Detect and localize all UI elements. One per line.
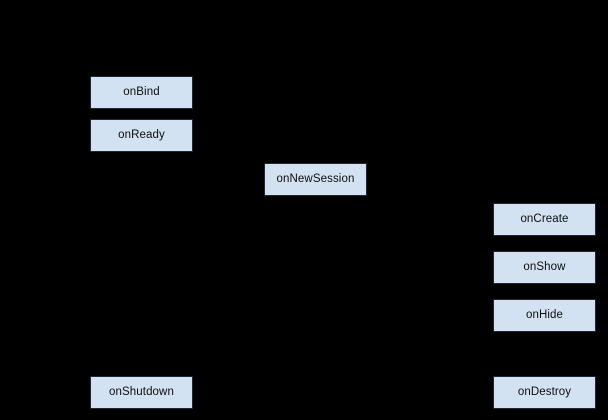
node-on-show[interactable]: onShow: [493, 251, 596, 284]
node-on-bind[interactable]: onBind: [90, 76, 193, 109]
node-on-hide[interactable]: onHide: [493, 299, 596, 332]
node-label-on-hide: onHide: [525, 308, 564, 321]
node-label-on-bind: onBind: [123, 85, 160, 98]
node-label-on-destroy: onDestroy: [517, 385, 572, 398]
node-on-new-session[interactable]: onNewSession: [264, 163, 367, 196]
node-on-create[interactable]: onCreate: [493, 203, 596, 236]
node-on-ready[interactable]: onReady: [90, 119, 193, 152]
node-on-destroy[interactable]: onDestroy: [493, 376, 596, 409]
node-on-shutdown[interactable]: onShutdown: [90, 376, 193, 409]
node-label-on-ready: onReady: [118, 128, 165, 141]
node-label-on-show: onShow: [523, 260, 566, 273]
node-label-on-shutdown: onShutdown: [109, 385, 174, 398]
node-label-on-create: onCreate: [520, 212, 569, 225]
node-label-on-new-session: onNewSession: [276, 172, 355, 185]
